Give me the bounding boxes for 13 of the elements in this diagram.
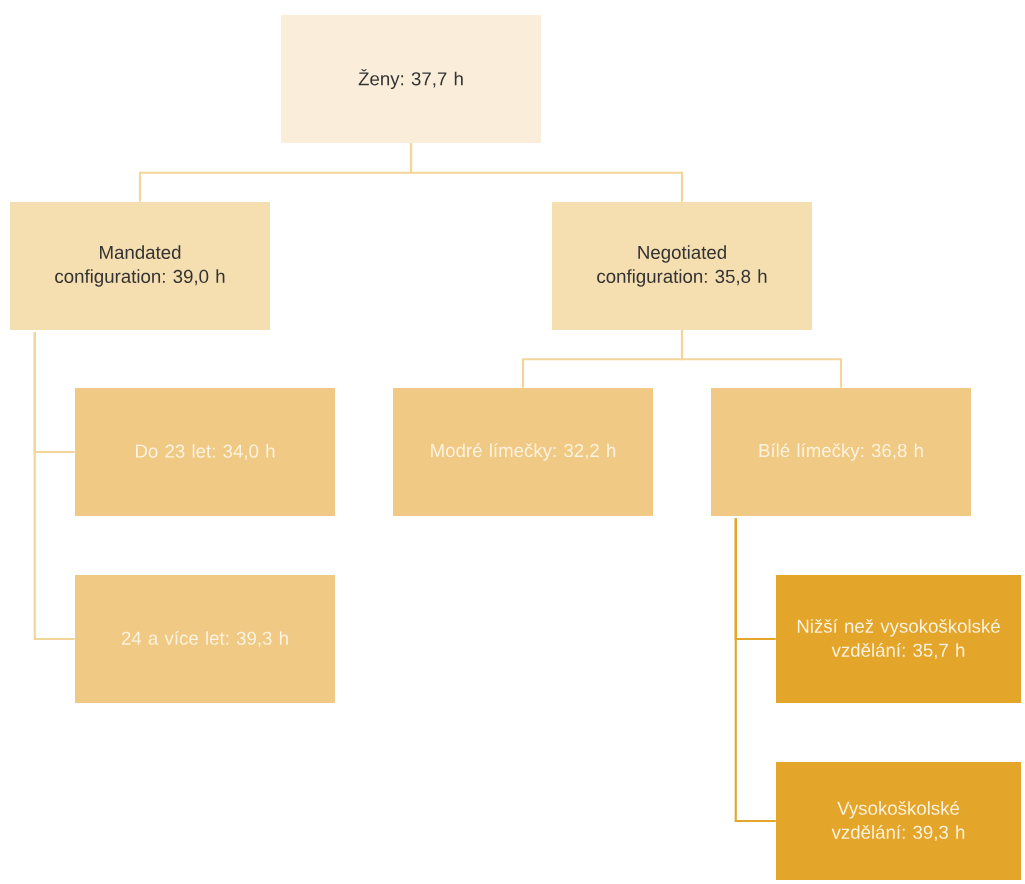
category-box: 24 a více let: 39,3 h [75,575,335,703]
connector [680,330,843,388]
category-box: Mandated configuration: 39,0 h [10,202,270,330]
category-box: Do 23 let: 34,0 h [75,388,335,516]
category-box: Vysokoškolské vzdělání: 39,3 h [776,762,1021,880]
connector [33,332,75,641]
category-box: Nižší než vysokoškolské vzdělání: 35,7 h [776,575,1021,703]
category-box: Modré límečky: 32,2 h [393,388,653,516]
connector [734,518,776,823]
category-box: Bílé límečky: 36,8 h [711,388,971,516]
category-box: Negotiated configuration: 35,8 h [552,202,812,330]
category-box: Ženy: 37,7 h [281,15,541,143]
connector [409,143,684,202]
